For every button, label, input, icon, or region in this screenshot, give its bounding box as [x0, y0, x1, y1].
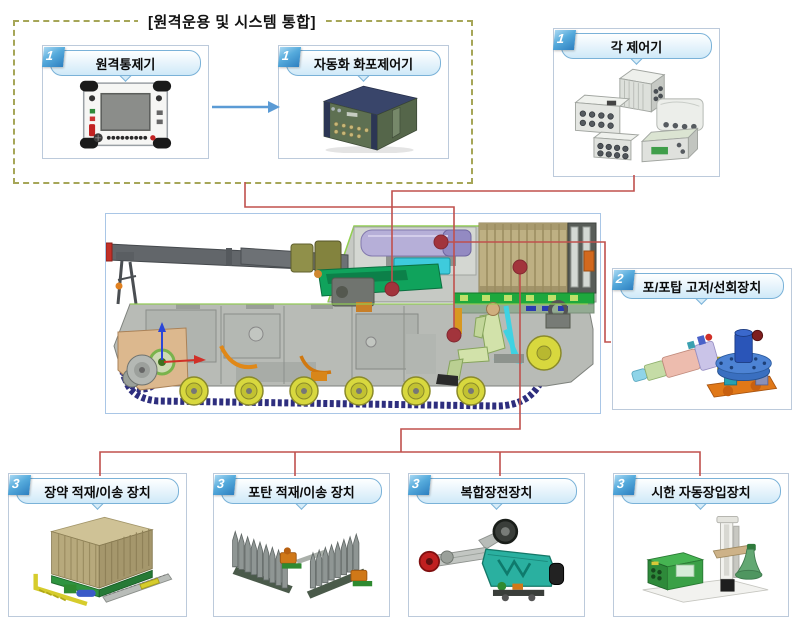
step-badge: 3	[7, 475, 32, 495]
step-badge: 2	[611, 270, 636, 290]
howitzer-cutaway-drawing	[106, 222, 597, 410]
fuze-setter-image	[619, 505, 783, 611]
component-label: 각 제어기	[561, 33, 712, 59]
component-label: 원격통제기	[50, 50, 201, 76]
component-box-gun-controller: 1 자동화 화포제어기	[277, 45, 449, 159]
component-box-composite-rammer: 3 복합장전장치	[407, 473, 585, 617]
step-badge: 3	[212, 475, 237, 495]
component-box-fuze-setter: 3 시한 자동장입장치	[612, 473, 789, 617]
component-box-projectile-loading: 3 포탄 적재/이송 장치	[212, 473, 390, 617]
step-badge: 3	[407, 475, 432, 495]
shell-rack-image	[219, 505, 384, 611]
elevation-traverse-image	[618, 300, 786, 404]
component-box-controllers: 1 각 제어기	[552, 28, 720, 177]
howitzer-cutaway	[105, 213, 601, 414]
component-label: 자동화 화포제어기	[286, 50, 441, 76]
control-rack-image	[284, 77, 443, 153]
component-box-elevation-traverse: 2 포/포탑 고저/선회장치	[611, 268, 792, 410]
group-title-text: [원격운용 및 시스템 통합]	[138, 14, 326, 31]
component-box-charge-loading: 3 장약 적재/이송 장치	[7, 473, 187, 617]
component-label: 복합장전장치	[416, 478, 577, 504]
controller-units-image	[559, 60, 714, 171]
charge-magazine-image	[14, 505, 181, 611]
component-label: 시한 자동장입장치	[621, 478, 781, 504]
step-badge: 1	[277, 47, 302, 67]
step-badge: 1	[552, 30, 577, 50]
component-label: 포/포탑 고저/선회장치	[620, 273, 784, 299]
component-box-remote-controller: 1 원격통제기	[41, 45, 209, 159]
step-badge: 3	[612, 475, 637, 495]
rugged-tablet-image	[48, 77, 203, 153]
bottom-bus-line	[99, 451, 701, 476]
group-title: [원격운용 및 시스템 통합]	[13, 11, 451, 32]
component-label: 장약 적재/이송 장치	[16, 478, 179, 504]
rammer-image	[414, 505, 579, 611]
step-badge: 1	[41, 47, 66, 67]
component-label: 포탄 적재/이송 장치	[221, 478, 382, 504]
